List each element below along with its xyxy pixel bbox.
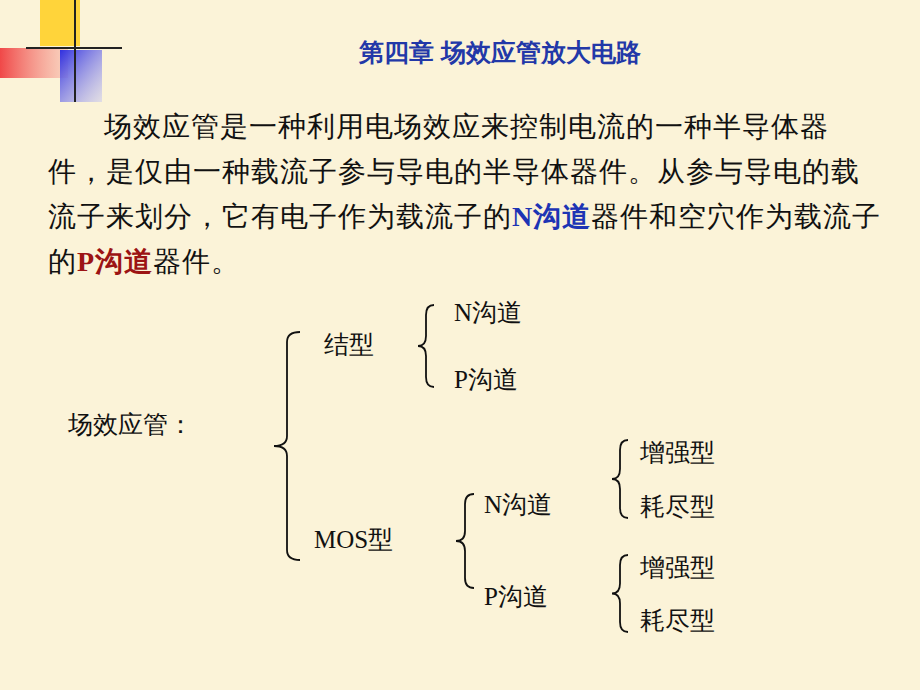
tree-label: N沟道 (454, 298, 522, 328)
tree-label: MOS型 (314, 525, 393, 555)
tree-label: P沟道 (484, 582, 548, 612)
curly-brace (456, 494, 474, 588)
tree-label: 结型 (324, 330, 374, 360)
vertical-rule (74, 0, 76, 102)
intro-paragraph: 场效应管是一种利用电场效应来控制电流的一种半导体器件，是仅由一种载流子参与导电的… (48, 104, 884, 284)
tree-label: 耗尽型 (640, 492, 715, 522)
highlight-term: N沟道 (512, 201, 591, 232)
horizontal-rule (26, 47, 122, 49)
tree-label: P沟道 (454, 365, 518, 395)
tree-label: N沟道 (484, 490, 552, 520)
paragraph-text: 器件。 (153, 246, 240, 277)
highlight-term: P沟道 (77, 246, 153, 277)
curly-brace (274, 332, 300, 560)
tree-label: 场效应管： (68, 410, 193, 440)
blue-square (60, 50, 102, 102)
curly-brace (612, 555, 628, 632)
tree-label: 增强型 (640, 553, 715, 583)
red-bar (0, 48, 68, 78)
curly-brace (418, 305, 434, 387)
tree-label: 增强型 (640, 438, 715, 468)
curly-brace (612, 440, 628, 518)
slide-title: 第四章 场效应管放大电路 (0, 36, 920, 69)
tree-label: 耗尽型 (640, 606, 715, 636)
